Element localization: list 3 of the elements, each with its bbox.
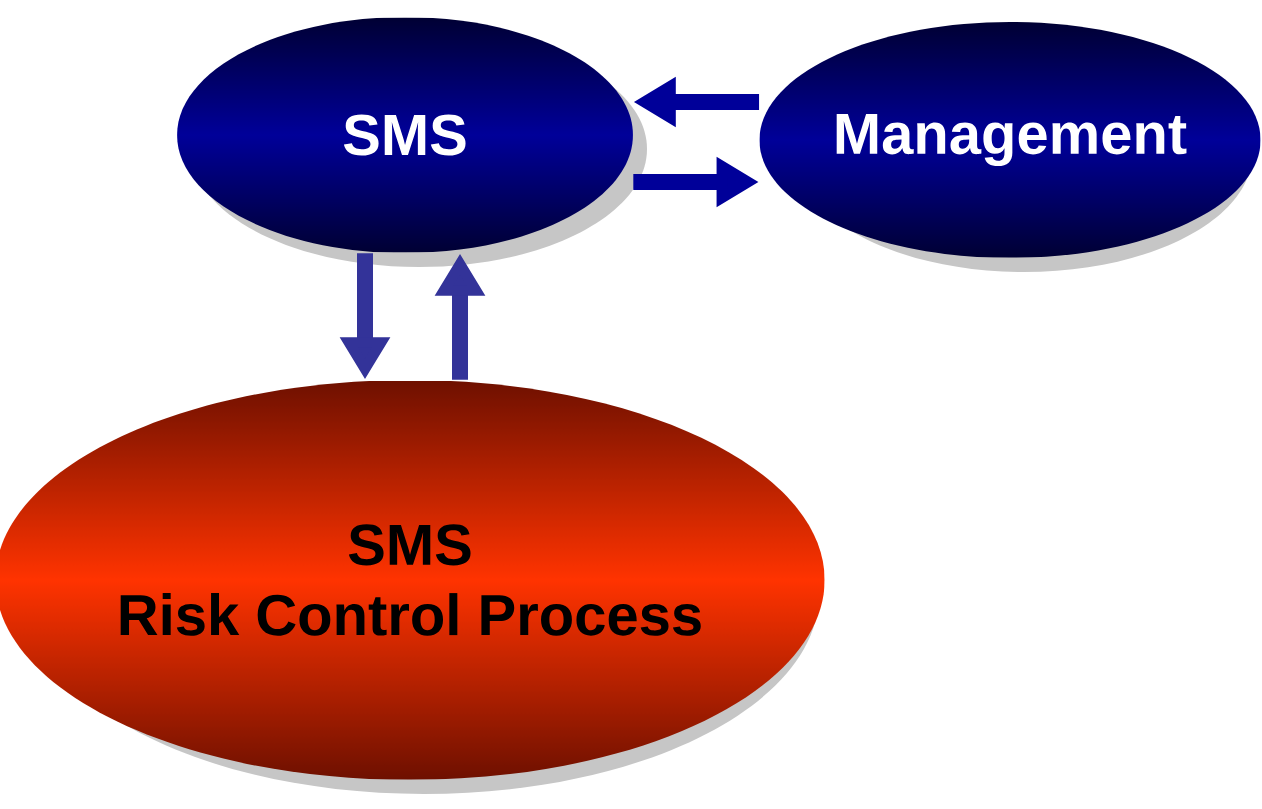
ellipse-node: SMS [177,17,647,267]
ellipse-node: Management [759,22,1261,272]
ellipse-node: SMS Risk Control Process [0,380,825,794]
